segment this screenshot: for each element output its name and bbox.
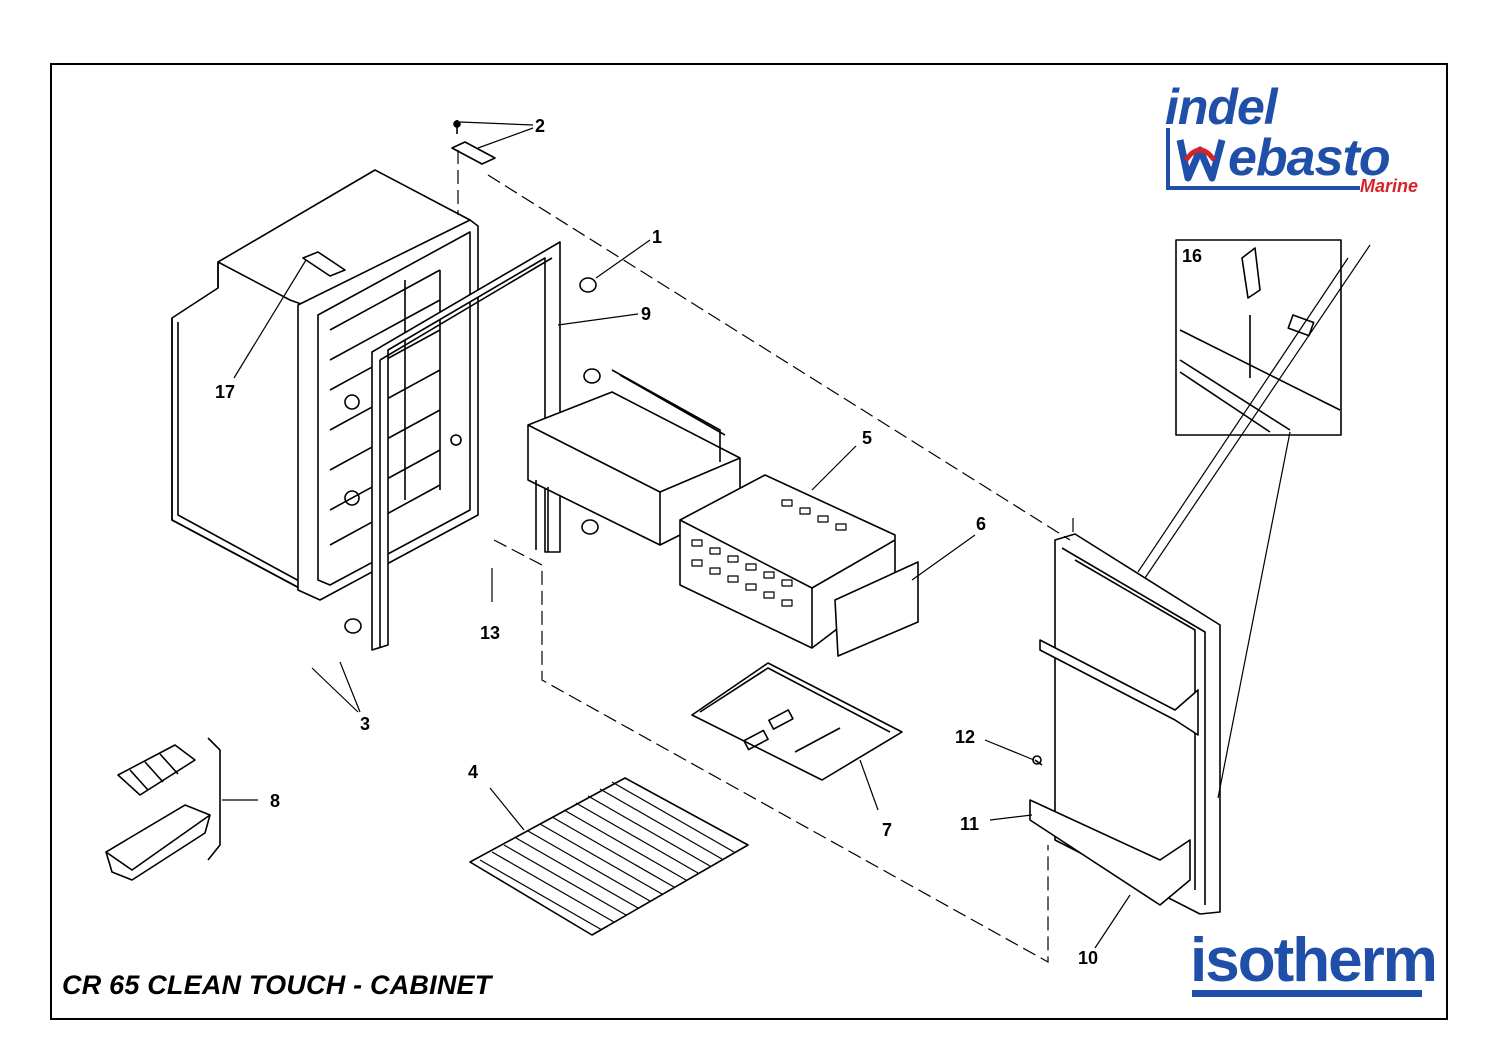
- callout-5: 5: [862, 428, 872, 448]
- indel-logo: indel: [1165, 79, 1278, 135]
- callout-7: 7: [882, 820, 892, 840]
- callout-17: 17: [215, 382, 235, 402]
- callout-1: 1: [652, 227, 662, 247]
- webasto-logo: ebasto: [1228, 129, 1391, 187]
- wire-shelf: [469, 777, 749, 936]
- callout-13: 13: [480, 623, 500, 643]
- drawing-frame: [50, 63, 1448, 1020]
- callout-11: 11: [960, 814, 979, 834]
- callout-10: 10: [1078, 948, 1098, 968]
- callout-2: 2: [535, 116, 545, 136]
- drip-tray: [691, 662, 903, 781]
- leader-lines: [222, 121, 1371, 949]
- diagram-title: CR 65 CLEAN TOUCH - CABINET: [62, 970, 492, 1000]
- door-frame: [371, 241, 561, 651]
- detail-inset: [1175, 239, 1342, 436]
- callout-4: 4: [468, 762, 478, 782]
- callout-8: 8: [270, 791, 280, 811]
- callout-12: 12: [955, 727, 975, 747]
- marine-logo: Marine: [1360, 176, 1419, 196]
- drawer-front-panel: [834, 561, 919, 657]
- assembly-lines: [457, 150, 1074, 964]
- ice-tray-and-divider: [105, 744, 211, 881]
- callout-labels: 1 2 3 4 5 6 7 8 9 10 11 12 13 16 17: [215, 116, 1202, 968]
- plug: [344, 277, 601, 634]
- hinge-bracket: [302, 120, 496, 277]
- webasto-w-mark: [1176, 139, 1226, 182]
- callout-6: 6: [976, 514, 986, 534]
- callout-3: 3: [360, 714, 370, 734]
- isotherm-logo: isotherm: [1190, 926, 1438, 995]
- isotherm-underline: [1192, 990, 1422, 997]
- door: [1029, 533, 1221, 915]
- callout-9: 9: [641, 304, 651, 324]
- callout-16: 16: [1182, 246, 1202, 266]
- brand-frame: [1166, 128, 1360, 190]
